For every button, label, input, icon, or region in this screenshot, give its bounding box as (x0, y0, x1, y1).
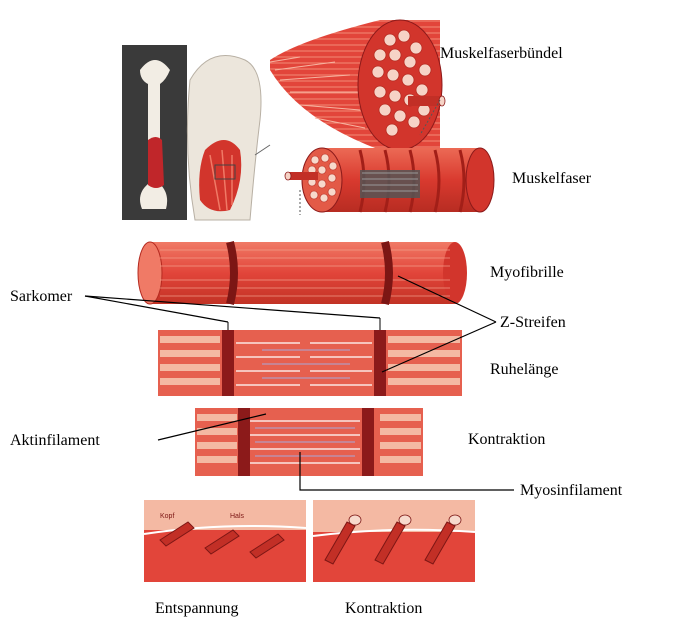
leg-muscle-figure (187, 56, 270, 221)
svg-text:Kopf: Kopf (160, 513, 174, 520)
label-entspannung: Entspannung (155, 600, 239, 618)
label-ruhelaenge: Ruhelänge (490, 361, 558, 379)
svg-text:Hals: Hals (230, 513, 245, 520)
label-muskelfaser: Muskelfaser (512, 170, 591, 188)
label-sarkomer: Sarkomer (10, 288, 72, 306)
cross-bridge-contracted-figure (313, 500, 475, 582)
muscle-fiber-figure (285, 148, 494, 215)
label-myosinfilament: Myosinfilament (520, 482, 622, 500)
label-z-streifen: Z-Streifen (500, 314, 566, 332)
muscle-fiber-bundle-figure (270, 20, 445, 150)
label-aktinfilament: Aktinfilament (10, 432, 100, 450)
label-kontraktion-bottom: Kontraktion (345, 600, 422, 618)
myofibril-figure (138, 242, 467, 304)
sarcomere-contracted-figure (195, 408, 423, 476)
cross-bridge-relaxed-figure: Kopf Hals (144, 500, 306, 582)
leg-skeleton-figure (122, 45, 187, 220)
label-myofibrille: Myofibrille (490, 264, 564, 282)
label-muskelfaserbuendel: Muskelfaserbündel (440, 45, 563, 63)
label-kontraktion-mid: Kontraktion (468, 431, 545, 449)
